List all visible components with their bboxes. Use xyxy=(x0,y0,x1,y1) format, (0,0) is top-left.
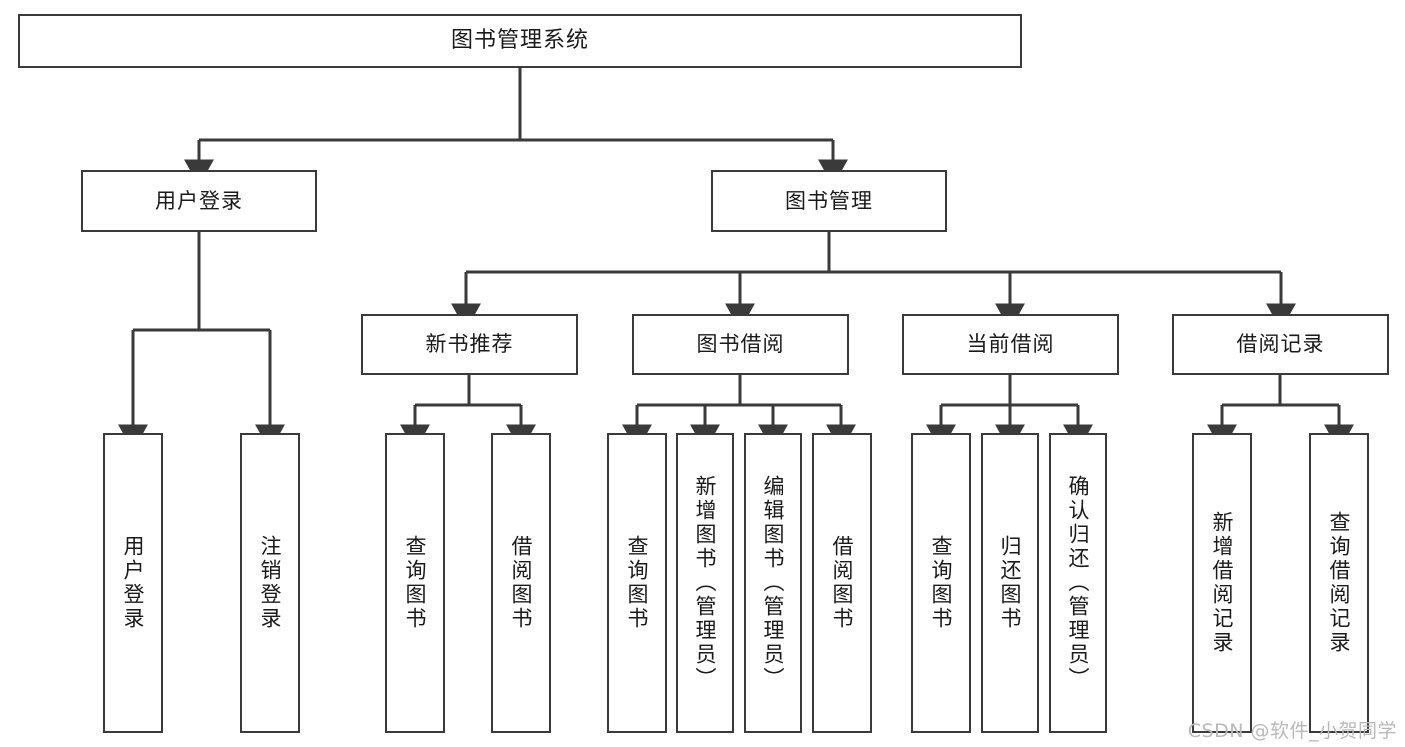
node-book-management[interactable]: 图书管理 xyxy=(711,170,947,232)
node-label: 图书管理系统 xyxy=(450,28,589,54)
node-label: 图书管理 xyxy=(785,188,873,213)
node-label: 用户登录 xyxy=(121,535,146,631)
leaf-query-book-2[interactable]: 查询图书 xyxy=(607,433,667,733)
node-new-book-recommendation[interactable]: 新书推荐 xyxy=(361,314,578,375)
node-label: 图书借阅 xyxy=(696,332,785,357)
leaf-edit-book-admin[interactable]: 编辑图书（管理员） xyxy=(744,433,802,733)
leaf-return-book[interactable]: 归还图书 xyxy=(981,433,1039,733)
leaf-logout[interactable]: 注销登录 xyxy=(240,433,300,733)
node-label: 新书推荐 xyxy=(425,332,514,357)
leaf-confirm-return-admin[interactable]: 确认归还（管理员） xyxy=(1049,433,1107,733)
node-label: 借阅图书 xyxy=(509,535,534,631)
leaf-query-borrow-record[interactable]: 查询借阅记录 xyxy=(1309,433,1369,733)
node-label: 查询图书 xyxy=(929,535,954,631)
leaf-query-book-3[interactable]: 查询图书 xyxy=(911,433,971,733)
node-borrow-record[interactable]: 借阅记录 xyxy=(1172,314,1389,375)
node-label: 查询图书 xyxy=(625,535,650,631)
node-label: 用户登录 xyxy=(155,188,243,213)
node-label: 查询图书 xyxy=(403,535,428,631)
node-label: 编辑图书（管理员） xyxy=(761,475,786,691)
node-label: 借阅记录 xyxy=(1236,332,1325,357)
leaf-add-book-admin[interactable]: 新增图书（管理员） xyxy=(676,433,734,733)
node-label: 确认归还（管理员） xyxy=(1066,475,1091,691)
node-label: 注销登录 xyxy=(258,535,283,631)
node-label: 查询借阅记录 xyxy=(1327,511,1352,655)
leaf-add-borrow-record[interactable]: 新增借阅记录 xyxy=(1192,433,1252,733)
node-root-book-management-system[interactable]: 图书管理系统 xyxy=(18,14,1022,68)
node-label: 借阅图书 xyxy=(830,535,855,631)
node-label: 归还图书 xyxy=(998,535,1023,631)
node-current-borrow[interactable]: 当前借阅 xyxy=(902,314,1119,375)
leaf-user-login[interactable]: 用户登录 xyxy=(103,433,163,733)
watermark: CSDN @软件_小贺同学 xyxy=(1187,720,1397,742)
leaf-borrow-book-2[interactable]: 借阅图书 xyxy=(812,433,872,733)
leaf-borrow-book-1[interactable]: 借阅图书 xyxy=(491,433,551,733)
node-label: 新增借阅记录 xyxy=(1210,511,1235,655)
leaf-query-book-1[interactable]: 查询图书 xyxy=(385,433,445,733)
node-user-login[interactable]: 用户登录 xyxy=(81,170,317,232)
node-label: 当前借阅 xyxy=(966,332,1055,357)
node-book-borrow[interactable]: 图书借阅 xyxy=(632,314,849,375)
node-label: 新增图书（管理员） xyxy=(693,475,718,691)
